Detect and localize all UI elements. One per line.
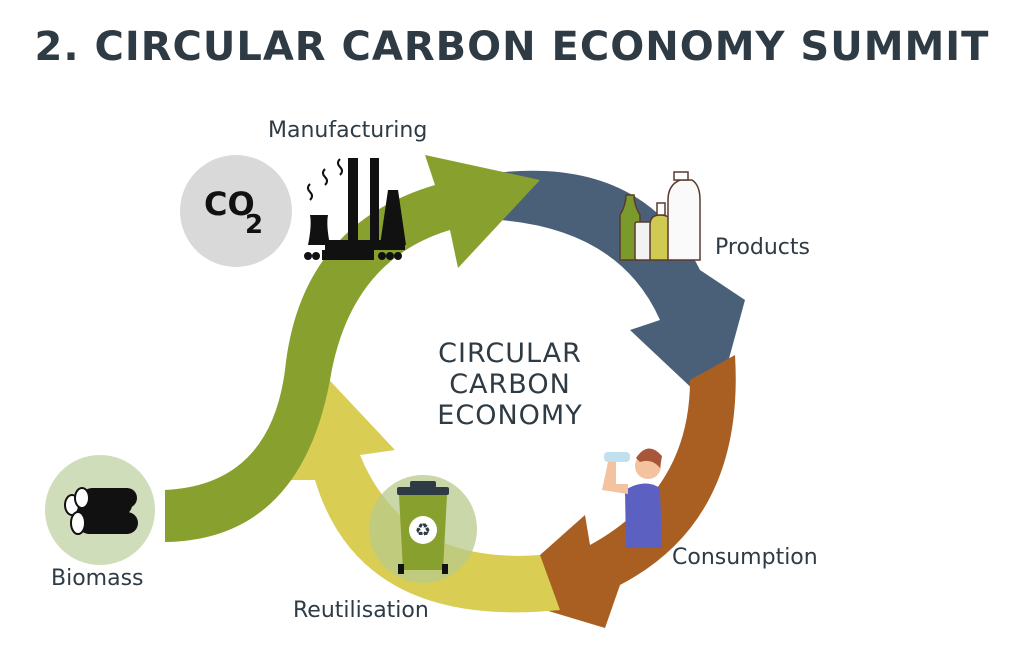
manufacturing-arrow: [165, 155, 540, 542]
stage-label-biomass: Biomass: [51, 566, 144, 591]
page-title: 2. CIRCULAR CARBON ECONOMY SUMMIT: [34, 24, 990, 70]
center-title-line1: CIRCULAR: [438, 338, 582, 369]
recycle-bin-icon: ♻: [397, 481, 449, 574]
co2-subscript: 2: [245, 210, 264, 240]
center-title-line3: ECONOMY: [437, 400, 583, 431]
stage-label-consumption: Consumption: [672, 545, 818, 570]
center-title-line2: CARBON: [449, 369, 571, 400]
stage-label-reutilisation: Reutilisation: [293, 598, 429, 623]
factory-icon: [304, 158, 406, 260]
bottles-icon: [619, 171, 701, 261]
svg-text:♻: ♻: [415, 520, 431, 541]
co2-badge: CO 2: [180, 155, 292, 267]
stage-label-products: Products: [715, 235, 810, 260]
products-arrow: [480, 170, 745, 410]
co2-text: CO: [204, 185, 255, 223]
person-drinking-icon: [602, 448, 662, 548]
reutilisation-arrow: [278, 368, 560, 613]
center-title: CIRCULAR CARBON ECONOMY: [390, 338, 630, 431]
logs-icon: [64, 487, 138, 535]
consumption-arrow: [495, 355, 736, 628]
stage-label-manufacturing: Manufacturing: [268, 118, 428, 143]
